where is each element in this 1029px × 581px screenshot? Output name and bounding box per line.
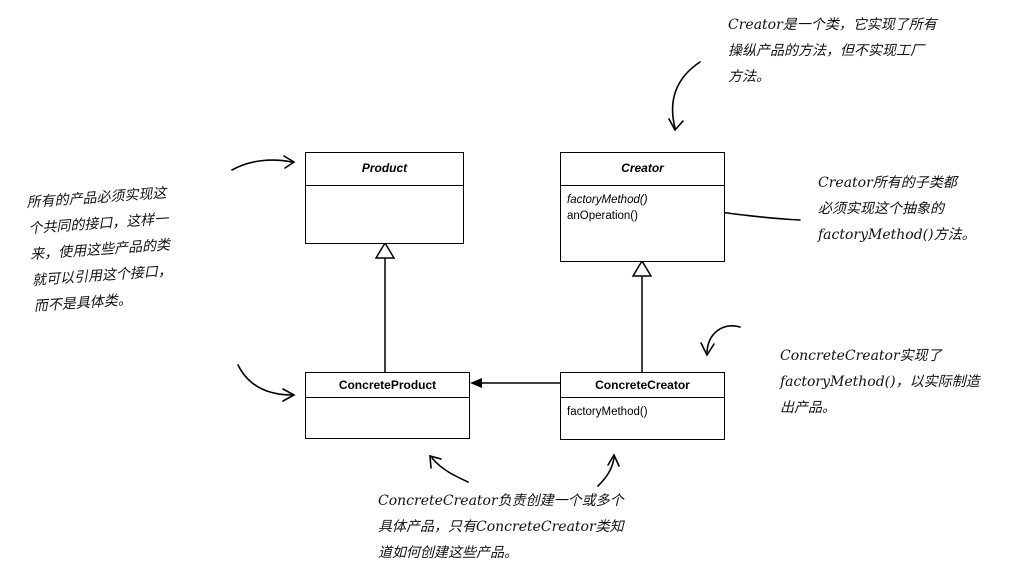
creator-inheritance-arrowhead (631, 259, 653, 277)
note-creator-description: Creator是一个类，它实现了所有 操纵产品的方法，但不实现工厂 方法。 (728, 17, 937, 85)
creator-op-an-operation: anOperation() (567, 210, 638, 222)
note-concrete-creator-implements: ConcreteCreator实现了 factoryMethod()，以实际制造… (780, 348, 980, 416)
creator-operations: factoryMethod() anOperation() (561, 186, 724, 224)
note-abstract-factory-method: Creator所有的子类都 必须实现这个抽象的 factoryMethod()方… (818, 175, 976, 243)
concrete-product-class-box: ConcreteProduct (305, 372, 470, 439)
concrete-creator-op-factory-method: factoryMethod() (567, 406, 648, 418)
note-arrow-bottom-right (597, 457, 615, 487)
concrete-creator-class-box: ConcreteCreator factoryMethod() (560, 372, 725, 440)
creator-op-factory-method: factoryMethod() (567, 194, 648, 206)
note-product-interface: 所有的产品必须实现这 个共同的接口，这样一 来，使用这些产品的类 就可以引用这个… (26, 185, 173, 315)
note-arrow-left-down (237, 364, 293, 396)
note-arrow-right-lower (706, 325, 741, 353)
product-inheritance-arrowhead (374, 241, 396, 259)
note-arrow-left-up (231, 159, 293, 171)
note-arrow-bottom-left (431, 457, 469, 483)
creator-class-box: Creator factoryMethod() anOperation() (560, 152, 725, 262)
product-class-box: Product (305, 152, 464, 244)
creator-class-name: Creator (561, 153, 724, 186)
concrete-creator-class-name: ConcreteCreator (561, 373, 724, 398)
note-arrow-top-right (671, 61, 701, 129)
creates-association-arrowhead (470, 378, 482, 388)
concrete-product-class-name: ConcreteProduct (306, 373, 469, 398)
note-concrete-creator-responsibility: ConcreteCreator负责创建一个或多个 具体产品，只有Concrete… (378, 493, 624, 561)
product-class-name: Product (306, 153, 463, 186)
concrete-creator-operations: factoryMethod() (561, 398, 724, 420)
